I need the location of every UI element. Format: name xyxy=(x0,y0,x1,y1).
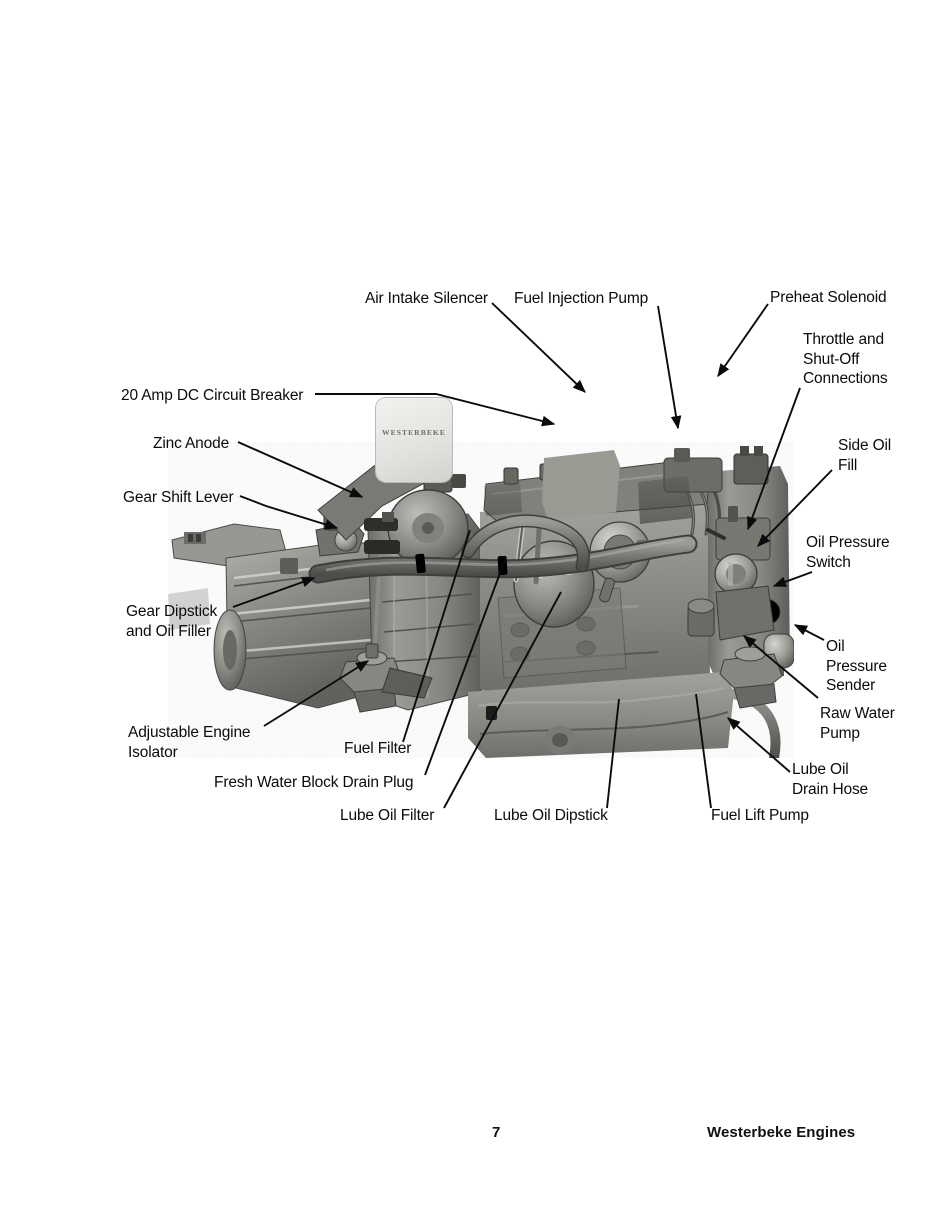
callout-lube-oil-filter: Lube Oil Filter xyxy=(340,807,435,824)
callout-raw-water-pump: Raw Water Pump xyxy=(820,705,895,742)
callout-gear-shift-lever: Gear Shift Lever xyxy=(123,489,234,506)
callout-side-oil-fill: Side Oil Fill xyxy=(838,437,892,474)
callout-circuit-breaker: 20 Amp DC Circuit Breaker xyxy=(121,387,304,404)
callout-lube-oil-drain-hose: Lube Oil Drain Hose xyxy=(792,761,869,798)
callout-fresh-water-block-drain: Fresh Water Block Drain Plug xyxy=(214,774,414,791)
callout-fuel-lift-pump: Fuel Lift Pump xyxy=(711,807,809,824)
footer-page-number: 7 xyxy=(492,1124,501,1141)
callout-fuel-injection-pump: Fuel Injection Pump xyxy=(514,290,649,307)
callout-adjustable-engine-isolator: Adjustable Engine Isolator xyxy=(128,724,251,761)
callout-oil-pressure-switch: Oil Pressure Switch xyxy=(806,534,890,571)
westerbeke-badge: WESTERBEKE xyxy=(376,398,452,482)
callout-fuel-filter: Fuel Filter xyxy=(344,740,412,757)
engine-photograph: WESTERBEKE xyxy=(168,362,796,763)
callout-zinc-anode: Zinc Anode xyxy=(153,435,230,452)
callout-oil-pressure-sender: Oil Pressure Sender xyxy=(826,638,887,694)
westerbeke-badge-text: WESTERBEKE xyxy=(382,428,446,437)
callout-throttle-shutoff: Throttle and Shut-Off Connections xyxy=(803,331,888,387)
callout-lube-oil-dipstick: Lube Oil Dipstick xyxy=(494,807,608,824)
callout-gear-dipstick: Gear Dipstick and Oil Filler xyxy=(126,603,218,640)
leader-oil-pressure-sender xyxy=(793,624,825,641)
callout-preheat-solenoid: Preheat Solenoid xyxy=(770,289,887,306)
footer-brand: Westerbeke Engines xyxy=(707,1124,856,1141)
engine-photo-artwork xyxy=(168,441,795,763)
callout-air-intake-silencer: Air Intake Silencer xyxy=(365,290,488,307)
